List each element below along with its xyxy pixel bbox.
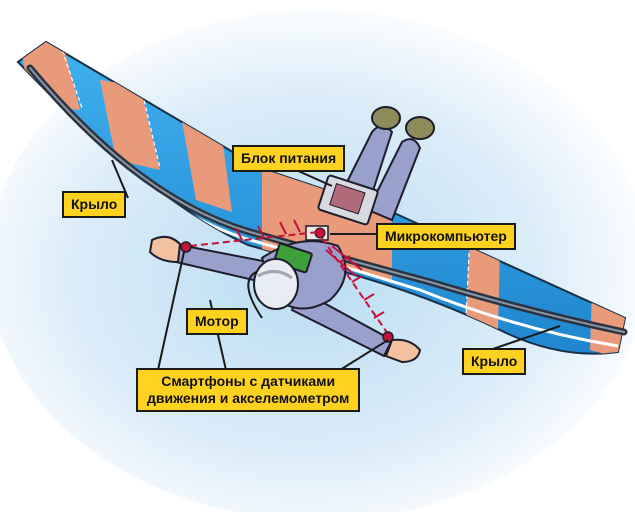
label-smartphones-line1: Смартфоны с датчиками <box>161 373 336 389</box>
label-motor: Мотор <box>186 308 248 335</box>
label-smartphones: Смартфоны с датчиками движения и акселем… <box>136 368 361 412</box>
sensor-lines <box>189 219 389 335</box>
left-boot <box>371 106 401 130</box>
sensor-dot-icon <box>382 331 394 343</box>
label-wing-left: Крыло <box>62 191 127 218</box>
label-wing-right: Крыло <box>462 348 527 375</box>
right-boot <box>405 116 435 140</box>
label-smartphones-line2: движения и акселемометром <box>147 390 350 406</box>
helmet-icon <box>253 258 299 310</box>
label-power-unit: Блок питания <box>232 145 346 172</box>
label-microcomputer: Микрокомпьютер <box>376 223 516 250</box>
callout-lines <box>111 159 561 371</box>
power-unit-icon <box>317 174 379 226</box>
sensor-dot-icon <box>180 241 192 253</box>
